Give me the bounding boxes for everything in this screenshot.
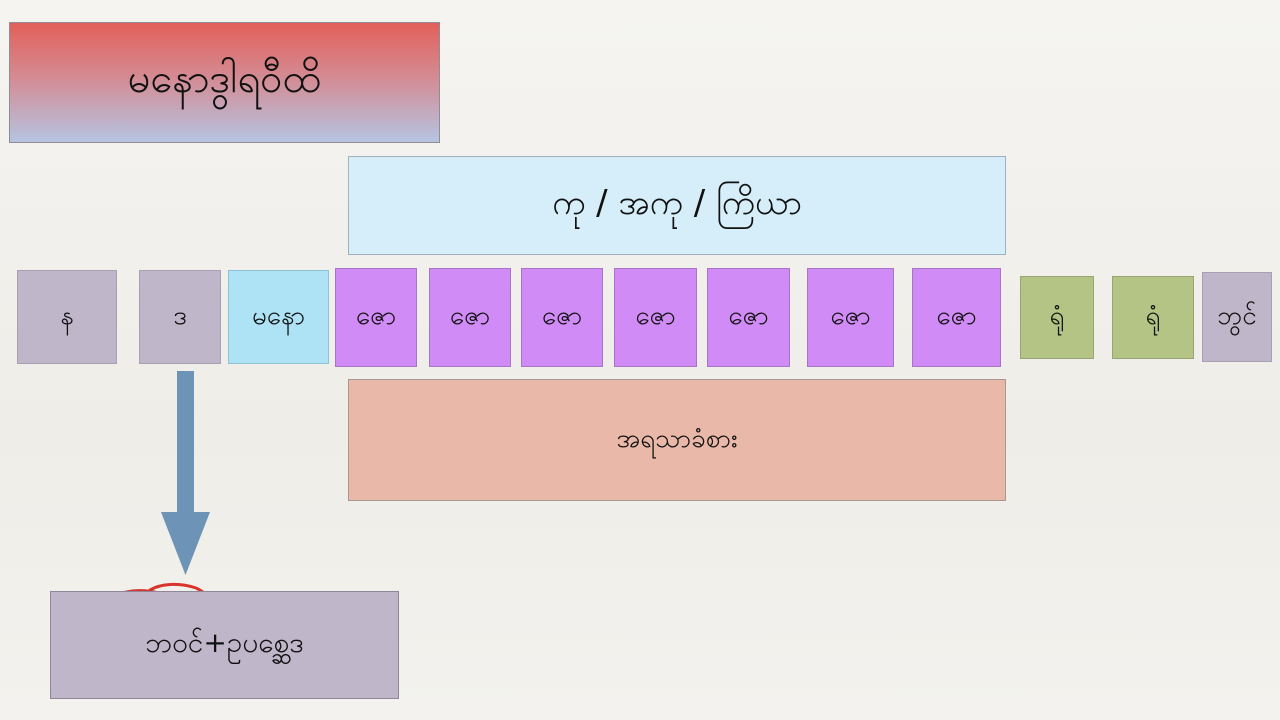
cell-javana-7: ဇော	[912, 268, 1001, 367]
page-title: မနောဒွါရဝီထိ	[9, 22, 440, 143]
kusala-akusala-kiriya-bar: ကု / အကု / ကြိယာ	[348, 156, 1006, 255]
cell-javana-5: ဇော	[707, 268, 790, 367]
cell-bhavanga: ဘွင်	[1202, 272, 1272, 362]
cell-tadarammana-1: ရုံ	[1020, 276, 1094, 359]
cell-mano: မနော	[228, 270, 329, 364]
bhavanga-upaccheda-box: ဘဝင်+ဥပစ္ဆေဒ	[50, 591, 399, 699]
cell-javana-4: ဇော	[614, 268, 697, 367]
cell-na: န	[17, 270, 117, 364]
cell-javana-2: ဇော	[429, 268, 511, 367]
cell-javana-3: ဇော	[521, 268, 603, 367]
cell-da: ဒ	[139, 270, 221, 364]
cell-javana-1: ဇော	[335, 268, 417, 367]
taste-experience-bar: အရသာခံစား	[348, 379, 1006, 501]
down-arrow-icon	[161, 371, 210, 575]
cell-javana-6: ဇော	[807, 268, 894, 367]
cell-tadarammana-2: ရုံ	[1112, 276, 1194, 359]
